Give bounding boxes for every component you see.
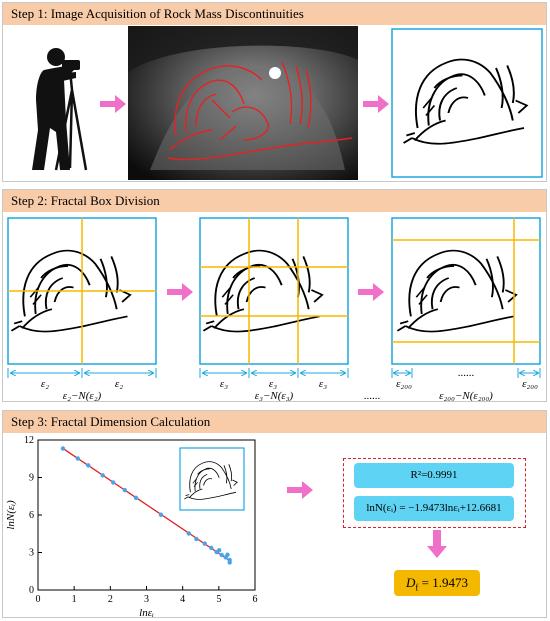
data-point — [111, 480, 116, 485]
fit-result-frame — [343, 458, 526, 528]
data-point — [158, 512, 164, 517]
x-tick-label: 0 — [36, 594, 41, 605]
tunnel-photo — [128, 26, 358, 180]
box-division-3 — [391, 217, 541, 365]
data-point — [100, 473, 105, 478]
x-tick-label: 6 — [253, 594, 258, 605]
step2-title: Step 2: Fractal Box Division — [3, 190, 546, 212]
box2-seg1-label: ε₃ — [220, 378, 228, 390]
data-point — [75, 456, 80, 461]
data-point — [225, 552, 230, 557]
data-point — [60, 446, 66, 451]
box3-seg2-label: ...... — [458, 367, 475, 379]
x-tick-label: 3 — [144, 594, 149, 605]
dimension-box-2 — [199, 368, 349, 378]
df-value: = 1.9473 — [418, 575, 468, 590]
y-tick-label: 12 — [24, 435, 34, 446]
data-point — [194, 536, 199, 542]
data-point — [209, 545, 214, 551]
box2-seg2-label: ε₃ — [269, 378, 277, 390]
box3-caption: ε₂₀₀−N(ε₂₀₀) — [439, 390, 493, 402]
data-point — [219, 552, 224, 558]
box1-caption: ε₂−N(ε₂) — [63, 390, 102, 402]
photographer-icon — [32, 48, 88, 171]
y-tick-label: 9 — [29, 473, 34, 484]
fit-equation-badge: lnN(εᵢ) = −1.9473lnεᵢ+12.6681 — [354, 496, 514, 521]
x-tick-label: 2 — [108, 594, 113, 605]
df-symbol: D — [406, 575, 416, 590]
y-tick-label: 0 — [29, 585, 34, 596]
arrow-right-icon — [287, 481, 313, 499]
step1-title: Step 1: Image Acquisition of Rock Mass D… — [3, 3, 546, 25]
y-tick-label: 6 — [29, 510, 34, 521]
x-tick-label: 5 — [216, 594, 221, 605]
y-axis-label: lnN(εᵢ) — [5, 500, 17, 530]
data-point — [133, 495, 139, 501]
arrow-right-icon — [358, 283, 384, 301]
box3-seg1-label: ε₂₀₀ — [396, 378, 412, 390]
x-axis-label: lnεᵢ — [139, 607, 154, 619]
x-tick-label: 1 — [72, 594, 77, 605]
y-tick-label: 3 — [29, 548, 34, 559]
data-point — [216, 548, 222, 553]
fit-line — [62, 447, 231, 562]
box3-seg3-label: ε₂₀₀ — [522, 378, 538, 390]
dimension-box-1 — [7, 368, 157, 378]
step3-title: Step 3: Fractal Dimension Calculation — [3, 411, 546, 433]
arrow-right-icon — [363, 95, 389, 113]
box-division-2 — [199, 217, 349, 365]
step2-ellipsis: ...... — [364, 390, 381, 402]
data-point — [186, 531, 192, 536]
box2-seg3-label: ε₃ — [319, 378, 327, 390]
data-point — [227, 560, 232, 565]
inset-sketch-frame — [179, 447, 245, 511]
box-division-1 — [7, 217, 157, 365]
dimension-box-3 — [391, 368, 541, 378]
box2-caption: ε₃−N(ε₃) — [255, 390, 294, 402]
fractal-dimension-badge: Df = 1.9473 — [394, 570, 480, 596]
arrow-right-icon — [100, 95, 126, 113]
r-squared-badge: R²=0.9991 — [354, 463, 514, 488]
arrow-down-icon — [427, 530, 447, 558]
data-point — [86, 463, 91, 468]
box1-seg1-label: ε₂ — [41, 378, 49, 390]
df-subscript: f — [415, 582, 419, 593]
x-tick-label: 4 — [180, 594, 185, 605]
box1-seg2-label: ε₂ — [115, 378, 123, 390]
data-point — [202, 541, 207, 546]
arrow-right-icon — [167, 283, 193, 301]
data-point — [122, 487, 128, 493]
